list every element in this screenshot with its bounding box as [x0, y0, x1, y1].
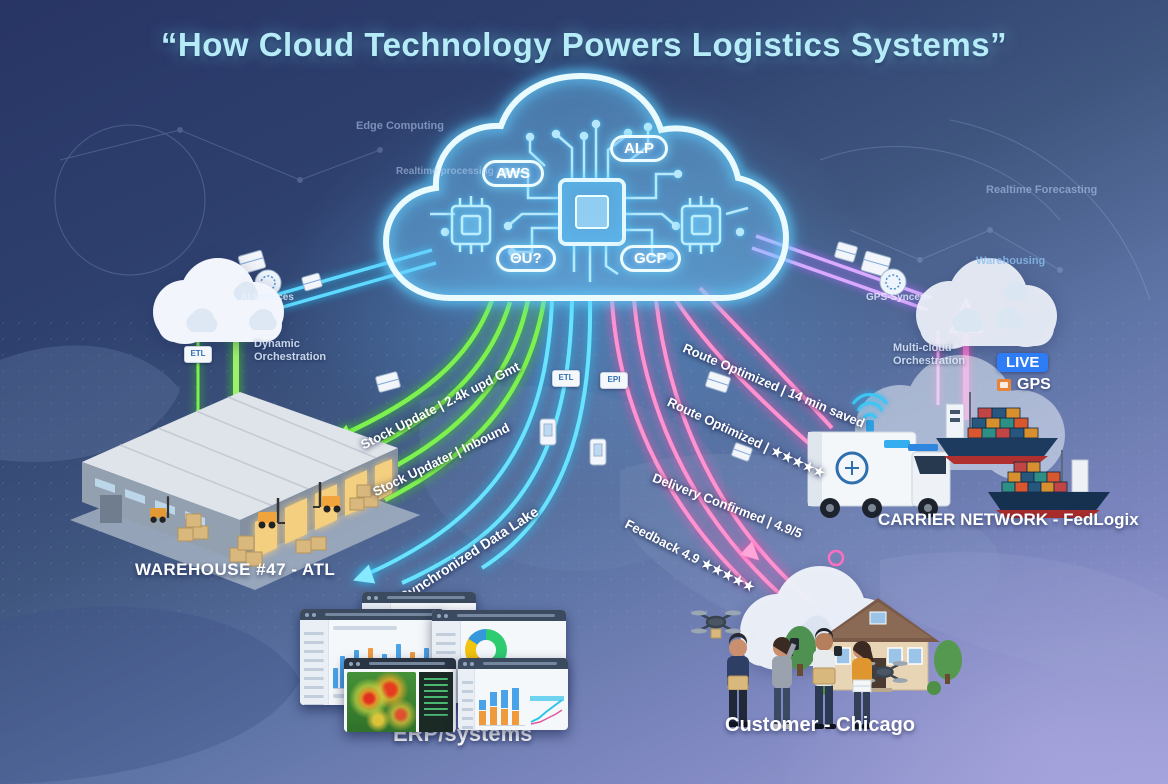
heatmap-chart	[347, 672, 416, 732]
gcp-badge: GCP	[620, 245, 681, 272]
ai-services-label: AI Services	[240, 292, 294, 303]
window-titlebar	[458, 658, 568, 669]
cyan-conveyor-left	[257, 248, 437, 315]
customer-people	[727, 628, 874, 729]
right-cloud-caption-line2: Orchestration	[893, 355, 966, 367]
right-cloud-caption: Multi-cloud Orchestration	[893, 342, 965, 368]
etl-chip-2: ETL	[184, 346, 212, 363]
stacked-bar-chart	[479, 681, 525, 726]
erp-dashboard-window-stacked	[458, 658, 568, 730]
epi-chip: EPI	[600, 372, 628, 389]
warehouse-caption: WAREHOUSE #47 - ATL	[135, 560, 336, 579]
drone-icon	[691, 610, 908, 683]
etl-chip-1: ETL	[552, 370, 580, 387]
erp-dashboard-window-heatmap	[344, 658, 456, 732]
left-cloud	[153, 258, 284, 344]
window-titlebar	[300, 609, 444, 620]
central-cloud	[378, 68, 794, 306]
azure-badge: ΘU?	[496, 245, 556, 272]
dashboard-sidebar	[300, 620, 329, 705]
gps-label: GPS	[997, 376, 1051, 394]
right-cloud	[916, 258, 1057, 349]
window-titlebar	[432, 610, 566, 621]
carrier-caption: CARRIER NETWORK - FedLogix	[878, 510, 1139, 529]
truck-illustration	[807, 393, 951, 518]
gps-label-text: GPS	[1017, 376, 1051, 393]
cyan-arrowhead	[353, 564, 376, 584]
right-cloud-caption-line1: Multi-cloud	[893, 342, 952, 354]
network-mesh-decoration	[54, 119, 1151, 301]
pink-flow-lines	[610, 286, 834, 604]
left-cloud-caption: Dynamic Orchestration	[254, 338, 326, 364]
window-titlebar	[362, 592, 476, 603]
left-cloud-caption-line1: Dynamic	[254, 338, 300, 350]
gps-dot-icon	[827, 549, 845, 567]
gps-synced-badge-icon	[879, 268, 907, 296]
cargo-ship-icon	[936, 392, 1110, 518]
dashboard-stats-panel	[419, 672, 453, 732]
gps-device-icon	[997, 379, 1011, 391]
customer-caption: Customer - Chicago	[725, 714, 916, 736]
page-title: “How Cloud Technology Powers Logistics S…	[160, 26, 1008, 63]
realtime-processing-label: Realtime processing	[396, 166, 494, 177]
live-badge: LIVE	[997, 353, 1049, 372]
dashboard-sidebar	[458, 669, 475, 730]
wifi-icon	[851, 393, 889, 419]
window-titlebar	[344, 658, 456, 669]
forklift-icon	[150, 482, 341, 529]
gps-synced-label: GPS-Synced	[866, 292, 927, 303]
left-cloud-caption-line2: Orchestration	[254, 351, 327, 363]
warehousing-label: Warehousing	[976, 255, 1046, 267]
line-chart	[530, 696, 564, 725]
alp-badge: ALP	[610, 135, 668, 162]
aws-badge: AWS	[482, 160, 545, 187]
warehouse-illustration	[70, 392, 420, 590]
edge-computing-label: Edge Computing	[356, 120, 444, 132]
realtime-forecasting-label: Realtime Forecasting	[986, 184, 1098, 196]
